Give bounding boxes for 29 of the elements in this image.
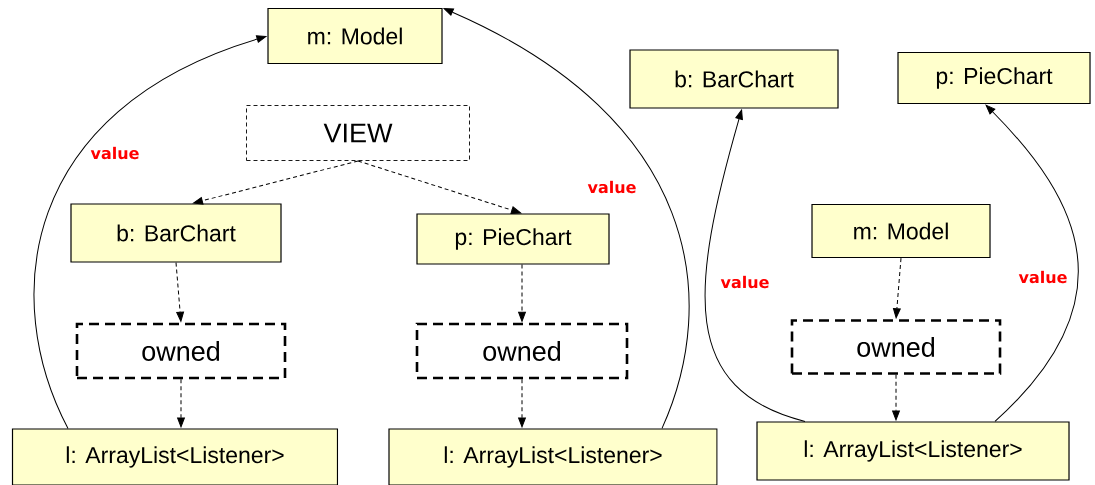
arrow bbox=[443, 8, 690, 429]
edge-label: value bbox=[586, 179, 638, 195]
object-box: p: PieChart bbox=[416, 213, 610, 265]
arrow bbox=[704, 109, 806, 422]
dashed-box: owned bbox=[75, 322, 287, 380]
object-box: b: BarChart bbox=[629, 49, 839, 109]
arrow bbox=[33, 35, 267, 429]
arrow bbox=[518, 264, 526, 322]
object-box: l: ArrayList<Listener> bbox=[388, 428, 718, 485]
object-box: p: PieChart bbox=[897, 51, 1091, 105]
edge-label: value bbox=[1017, 269, 1069, 285]
arrow bbox=[892, 257, 902, 319]
object-box: b: BarChart bbox=[70, 203, 282, 263]
arrow bbox=[175, 262, 185, 322]
dashed-box: owned bbox=[790, 319, 1002, 375]
arrow bbox=[192, 160, 359, 205]
arrow bbox=[357, 160, 522, 214]
object-box: l: ArrayList<Listener> bbox=[11, 428, 339, 485]
object-box: l: ArrayList<Listener> bbox=[756, 421, 1070, 481]
arrow bbox=[518, 378, 526, 428]
dashed-box: owned bbox=[415, 322, 629, 380]
arrow bbox=[892, 374, 900, 421]
dashed-box: VIEW bbox=[246, 105, 470, 161]
object-box: m: Model bbox=[267, 7, 443, 65]
object-box: m: Model bbox=[811, 203, 991, 259]
edge-label: value bbox=[719, 274, 771, 290]
arrow bbox=[177, 378, 185, 428]
arrow bbox=[985, 104, 1079, 422]
edge-label: value bbox=[89, 145, 141, 161]
